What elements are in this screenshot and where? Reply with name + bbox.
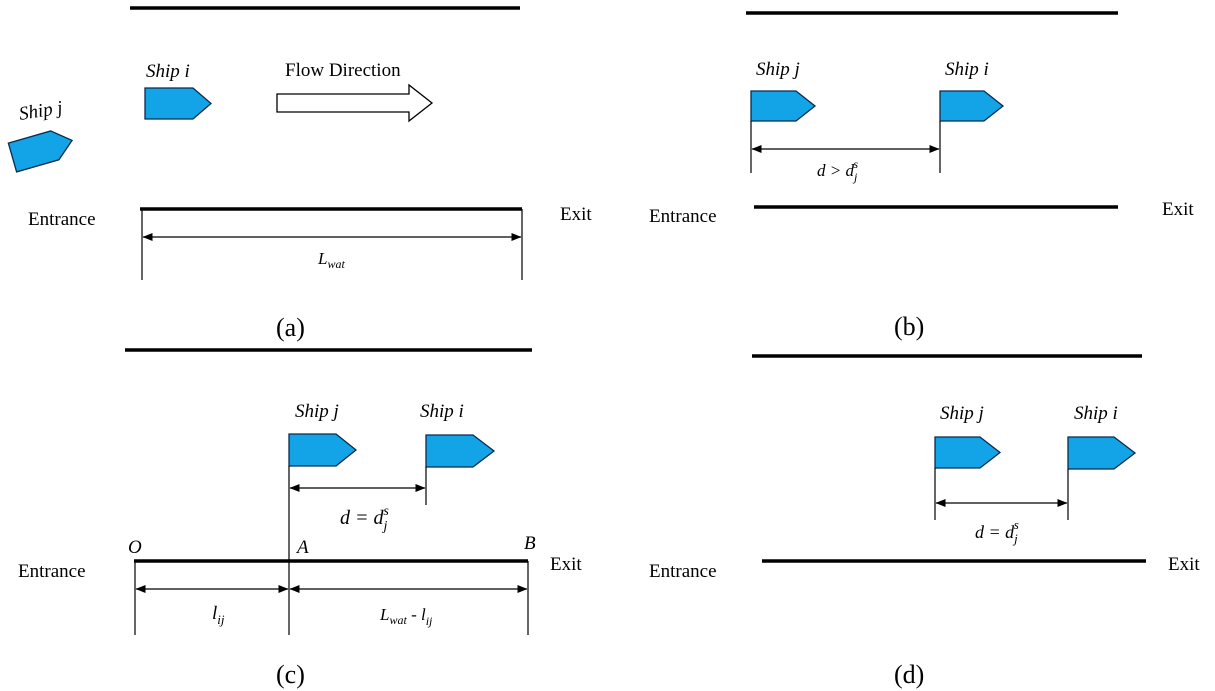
- ship-j-icon: [934, 436, 1002, 469]
- exit-label: Exit: [1168, 554, 1200, 575]
- panel-d: Ship j Ship i d = djs Entrance Exit (d): [649, 354, 1200, 689]
- ship-i-label: Ship i: [420, 401, 464, 422]
- ship-j-label: Ship j: [756, 59, 800, 80]
- distance-eq-safe-label: d = djs: [340, 504, 389, 534]
- caption-d: (d): [894, 660, 924, 689]
- l-wat-label: Lwat: [317, 249, 345, 271]
- ship-i-label: Ship i: [146, 61, 190, 82]
- ship-j-label: Ship j: [295, 401, 339, 422]
- ship-i-label: Ship i: [945, 59, 989, 80]
- ship-i-label: Ship i: [1074, 403, 1118, 424]
- entrance-label: Entrance: [649, 561, 717, 582]
- distance-gt-safe-label: d > djs: [817, 157, 858, 184]
- caption-a: (a): [276, 313, 305, 342]
- exit-label: Exit: [560, 204, 592, 225]
- caption-b: (b): [894, 312, 924, 341]
- flow-direction-label: Flow Direction: [285, 60, 401, 81]
- point-o-label: O: [128, 537, 142, 558]
- panel-c: Ship j Ship i d = djs O A B Entrance Exi…: [18, 348, 582, 689]
- entrance-label: Entrance: [649, 206, 717, 227]
- remaining-length-label: Lwat - lij: [379, 605, 433, 628]
- entrance-label: Entrance: [18, 561, 86, 582]
- ship-i-icon: [425, 434, 496, 468]
- point-a-label: A: [295, 537, 309, 558]
- exit-label: Exit: [550, 554, 582, 575]
- ship-j-label: Ship j: [940, 403, 984, 424]
- lij-label: lij: [212, 603, 225, 627]
- exit-label: Exit: [1162, 199, 1194, 220]
- entrance-label: Entrance: [28, 209, 96, 230]
- distance-eq-safe-label: d = djs: [975, 517, 1019, 546]
- ship-i-icon: [1067, 436, 1137, 470]
- panel-a: Ship i Ship j Flow Direction Entrance Ex…: [7, 6, 592, 342]
- ship-j-icon: [288, 433, 358, 467]
- ship-i-icon: [144, 87, 212, 120]
- ship-j-icon: [7, 130, 74, 173]
- ship-j-icon: [750, 90, 817, 122]
- ship-i-icon: [939, 90, 1005, 122]
- ship-j-label: Ship j: [17, 97, 64, 125]
- caption-c: (c): [276, 660, 305, 689]
- flow-direction-arrow-icon: [276, 83, 434, 123]
- panel-b: Ship j Ship i d > djs Entrance Exit (b): [649, 11, 1194, 341]
- point-b-label: B: [524, 533, 536, 554]
